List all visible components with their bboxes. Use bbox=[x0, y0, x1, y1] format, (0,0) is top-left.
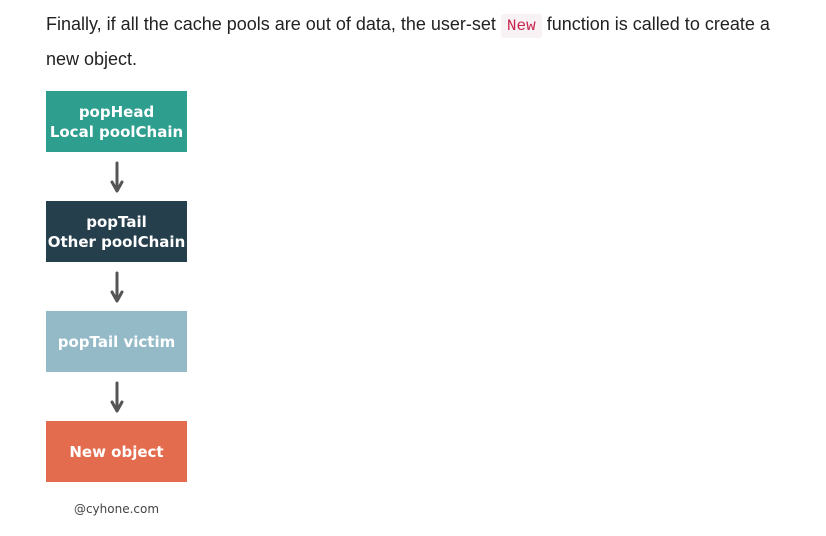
body-paragraph: Finally, if all the cache pools are out … bbox=[46, 8, 776, 76]
flow-step-subtitle: Other poolChain bbox=[47, 232, 186, 251]
flow-step-pophead-local: popHead Local poolChain bbox=[46, 91, 187, 152]
flow-step-poptail-victim: popTail victim bbox=[46, 311, 187, 372]
arrow-down-icon bbox=[46, 262, 187, 311]
flow-step-title: popTail bbox=[86, 212, 147, 231]
arrow-down-icon bbox=[46, 372, 187, 421]
flow-step-title: popHead bbox=[78, 102, 155, 121]
paragraph-text-before: Finally, if all the cache pools are out … bbox=[46, 14, 501, 34]
watermark-credit: @cyhone.com bbox=[73, 502, 160, 516]
flow-step-new-object: New object bbox=[46, 421, 187, 482]
flow-step-title: popTail victim bbox=[57, 332, 176, 351]
flow-diagram: popHead Local poolChain popTail Other po… bbox=[46, 91, 187, 482]
inline-code-new: New bbox=[500, 14, 542, 38]
paragraph-text-after: function is called to create a new objec… bbox=[46, 14, 770, 69]
flow-step-title: New object bbox=[69, 442, 164, 461]
flow-step-subtitle: Local poolChain bbox=[49, 122, 184, 141]
flow-step-poptail-other: popTail Other poolChain bbox=[46, 201, 187, 262]
arrow-down-icon bbox=[46, 152, 187, 201]
